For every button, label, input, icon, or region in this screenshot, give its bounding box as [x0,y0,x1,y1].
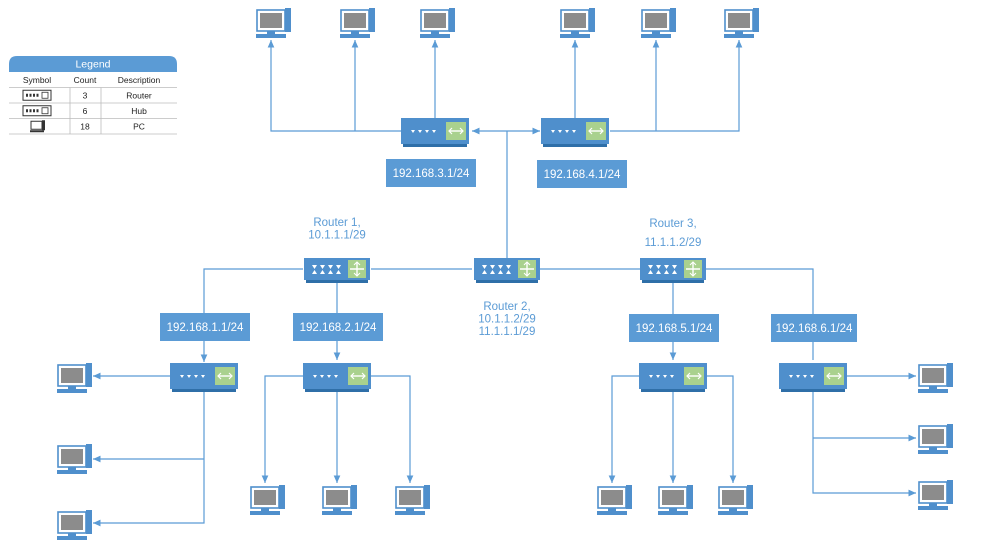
hub-5-icon[interactable] [639,363,707,392]
pc-icon[interactable] [918,363,953,393]
pc-icon [30,120,45,133]
pc-icon[interactable] [641,8,676,38]
subnet-label-1: 192.168.1.1/24 [160,313,250,341]
pc-icon[interactable] [918,480,953,510]
legend-count: 18 [80,122,90,132]
hub-4-icon[interactable] [541,118,609,147]
pc-icon[interactable] [57,444,92,474]
connection-line [371,375,414,483]
connection-line [267,40,402,132]
router-2-label-line-0: Router 2, [483,301,530,313]
subnet-label-4: 192.168.4.1/24 [537,160,627,188]
router-2-label-line-2: 11.1.1.1/29 [479,326,536,338]
router-1-icon[interactable] [304,258,370,283]
pc-icon[interactable] [420,8,455,38]
pc-icon[interactable] [322,485,357,515]
router-2-icon[interactable] [474,258,540,283]
pc-icon[interactable] [724,8,759,38]
legend-title: Legend [75,59,110,71]
devices [57,8,953,540]
legend-header-2: Description [118,75,161,85]
hub-2-icon[interactable] [303,363,371,392]
router-2-label-line-1: 10.1.1.2/29 [478,314,536,326]
pc-icon[interactable] [597,485,632,515]
pc-icon[interactable] [560,8,595,38]
pc-icon[interactable] [250,485,285,515]
labels: 192.168.3.1/24 192.168.4.1/24 192.168.1.1/… [160,159,857,342]
legend-header-0: Symbol [23,75,51,85]
pc-icon[interactable] [256,8,291,38]
connection-line [93,390,205,527]
subnet-label-3: 192.168.3.1/24 [386,159,476,187]
hub-1-icon[interactable] [170,363,238,392]
pc-icon[interactable] [395,485,430,515]
connection-line [608,375,640,483]
svg-text:192.168.3.1/24: 192.168.3.1/24 [393,168,470,180]
subnet-label-5: 192.168.5.1/24 [629,314,719,342]
router-1-label-line-1: 10.1.1.1/29 [308,230,366,242]
legend-description: PC [133,122,145,132]
router-3-ip-line-0: 11.1.1.2/29 [645,237,702,249]
connection-line [706,375,737,483]
hub-6-icon[interactable] [779,363,847,392]
router-3-icon[interactable] [640,258,706,283]
svg-text:192.168.6.1/24: 192.168.6.1/24 [776,323,853,335]
hub-icon [22,105,52,117]
connection-line [261,375,303,483]
pc-icon[interactable] [918,424,953,454]
connection-line [610,40,743,132]
router-icon [22,89,52,101]
legend-title-bar [9,56,177,72]
svg-text:192.168.1.1/24: 192.168.1.1/24 [167,322,244,334]
subnet-label-6: 192.168.6.1/24 [771,314,857,342]
pc-icon[interactable] [718,485,753,515]
legend-description: Hub [131,106,147,116]
router-3-label-line-0: Router 3, [649,218,696,230]
connections [93,40,916,527]
pc-icon[interactable] [57,363,92,393]
legend-count: 6 [83,106,88,116]
svg-text:192.168.4.1/24: 192.168.4.1/24 [544,169,621,181]
router-1-label-line-0: Router 1, [313,217,360,229]
pc-icon[interactable] [658,485,693,515]
legend-description: Router [126,91,152,101]
legend-header-1: Count [74,75,97,85]
subnet-label-2: 192.168.2.1/24 [293,313,383,341]
legend-count: 3 [83,91,88,101]
pc-icon[interactable] [57,510,92,540]
pc-icon[interactable] [340,8,375,38]
hub-3-icon[interactable] [401,118,469,147]
svg-text:192.168.5.1/24: 192.168.5.1/24 [636,323,713,335]
svg-text:192.168.2.1/24: 192.168.2.1/24 [300,322,377,334]
connection-line [812,390,916,497]
